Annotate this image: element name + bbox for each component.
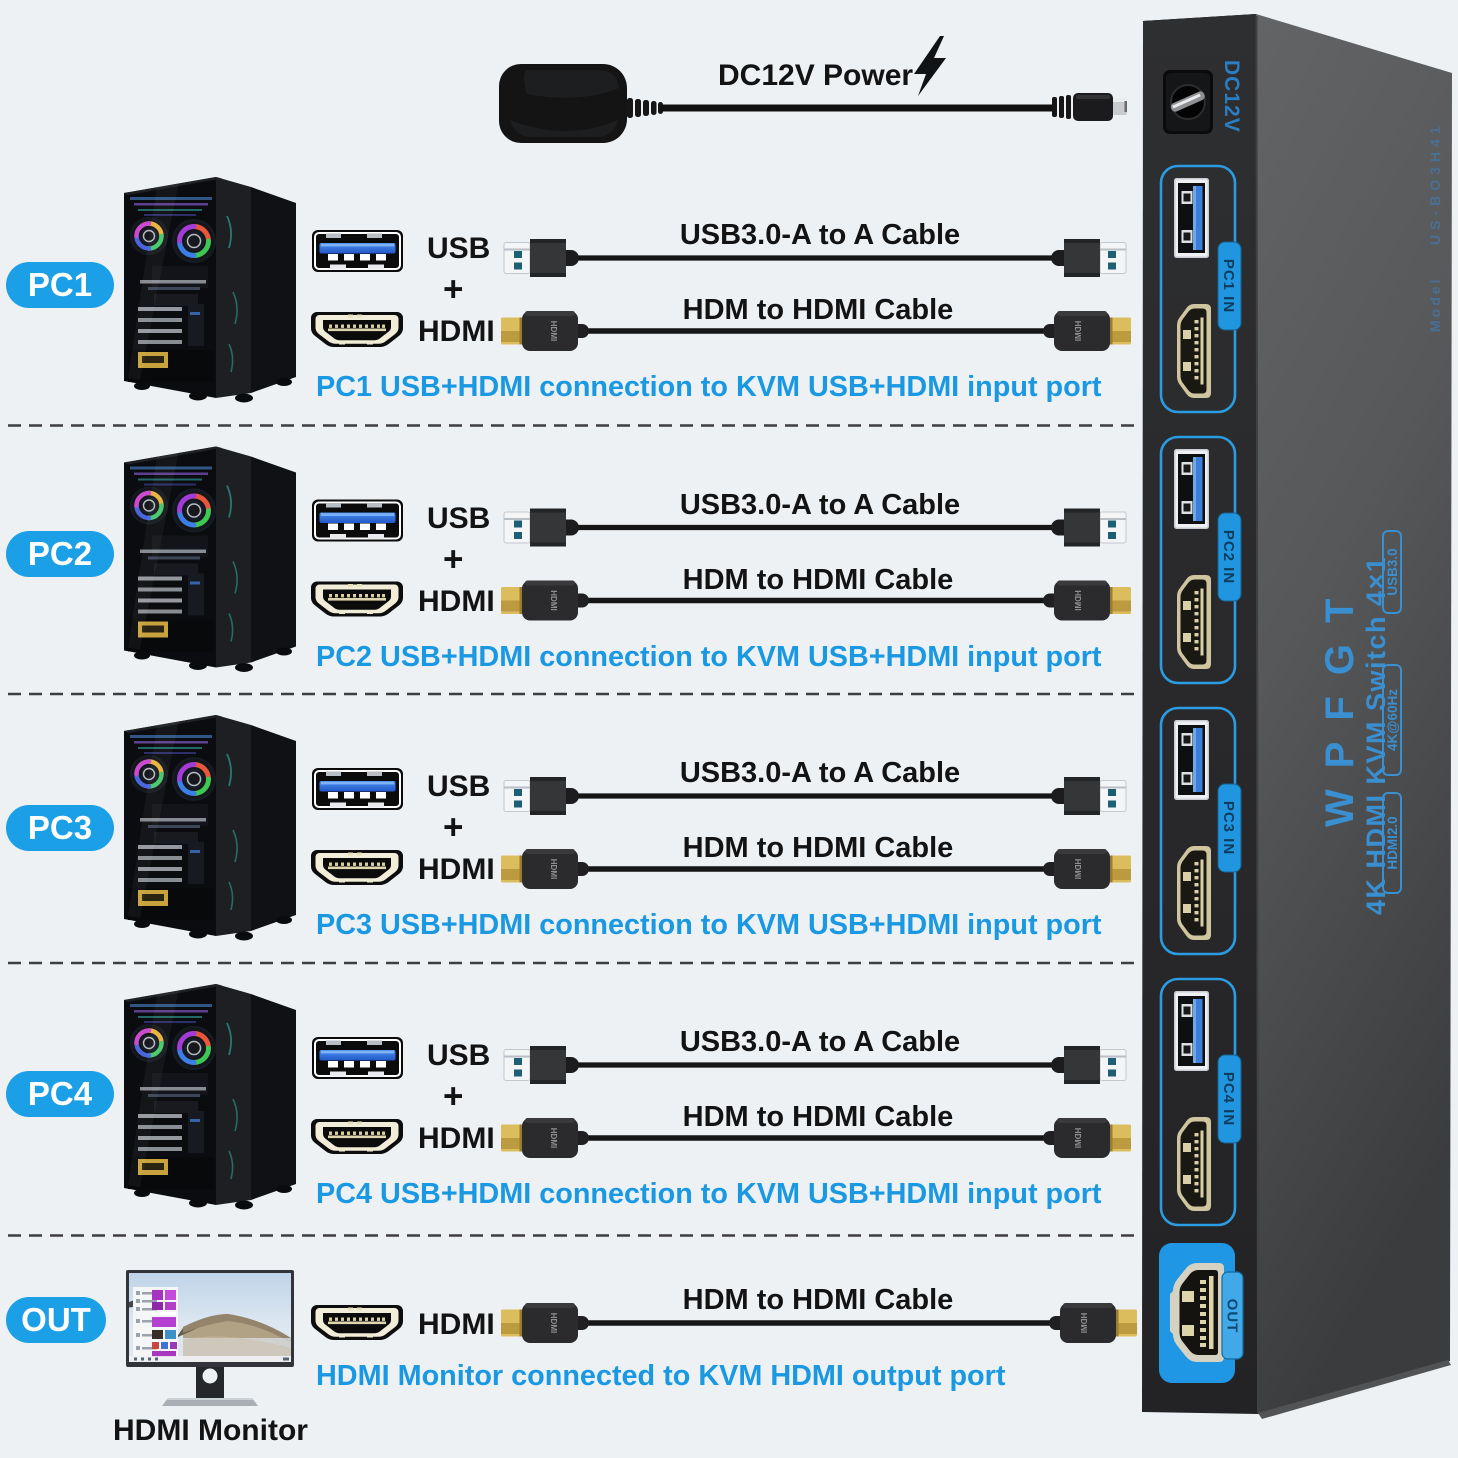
svg-text:USB3.0: USB3.0 xyxy=(1385,548,1400,595)
svg-text:4K@60Hz: 4K@60Hz xyxy=(1385,689,1400,751)
svg-text:PC4 IN: PC4 IN xyxy=(1220,1072,1237,1126)
svg-text:HDMI2.0: HDMI2.0 xyxy=(1385,816,1400,869)
svg-text:PC3 IN: PC3 IN xyxy=(1220,801,1237,855)
svg-text:PC1 IN: PC1 IN xyxy=(1220,259,1237,313)
svg-text:Model: Model xyxy=(1427,277,1443,332)
svg-text:PC2 IN: PC2 IN xyxy=(1220,530,1237,584)
svg-text:US-BO3H41: US-BO3H41 xyxy=(1427,121,1443,245)
svg-text:WPFGT: WPFGT xyxy=(1318,578,1362,827)
svg-text:4K HDMI KVM Switch 4×1: 4K HDMI KVM Switch 4×1 xyxy=(1361,556,1391,915)
svg-text:DC12V: DC12V xyxy=(1220,60,1243,133)
svg-text:OUT: OUT xyxy=(1224,1299,1241,1334)
